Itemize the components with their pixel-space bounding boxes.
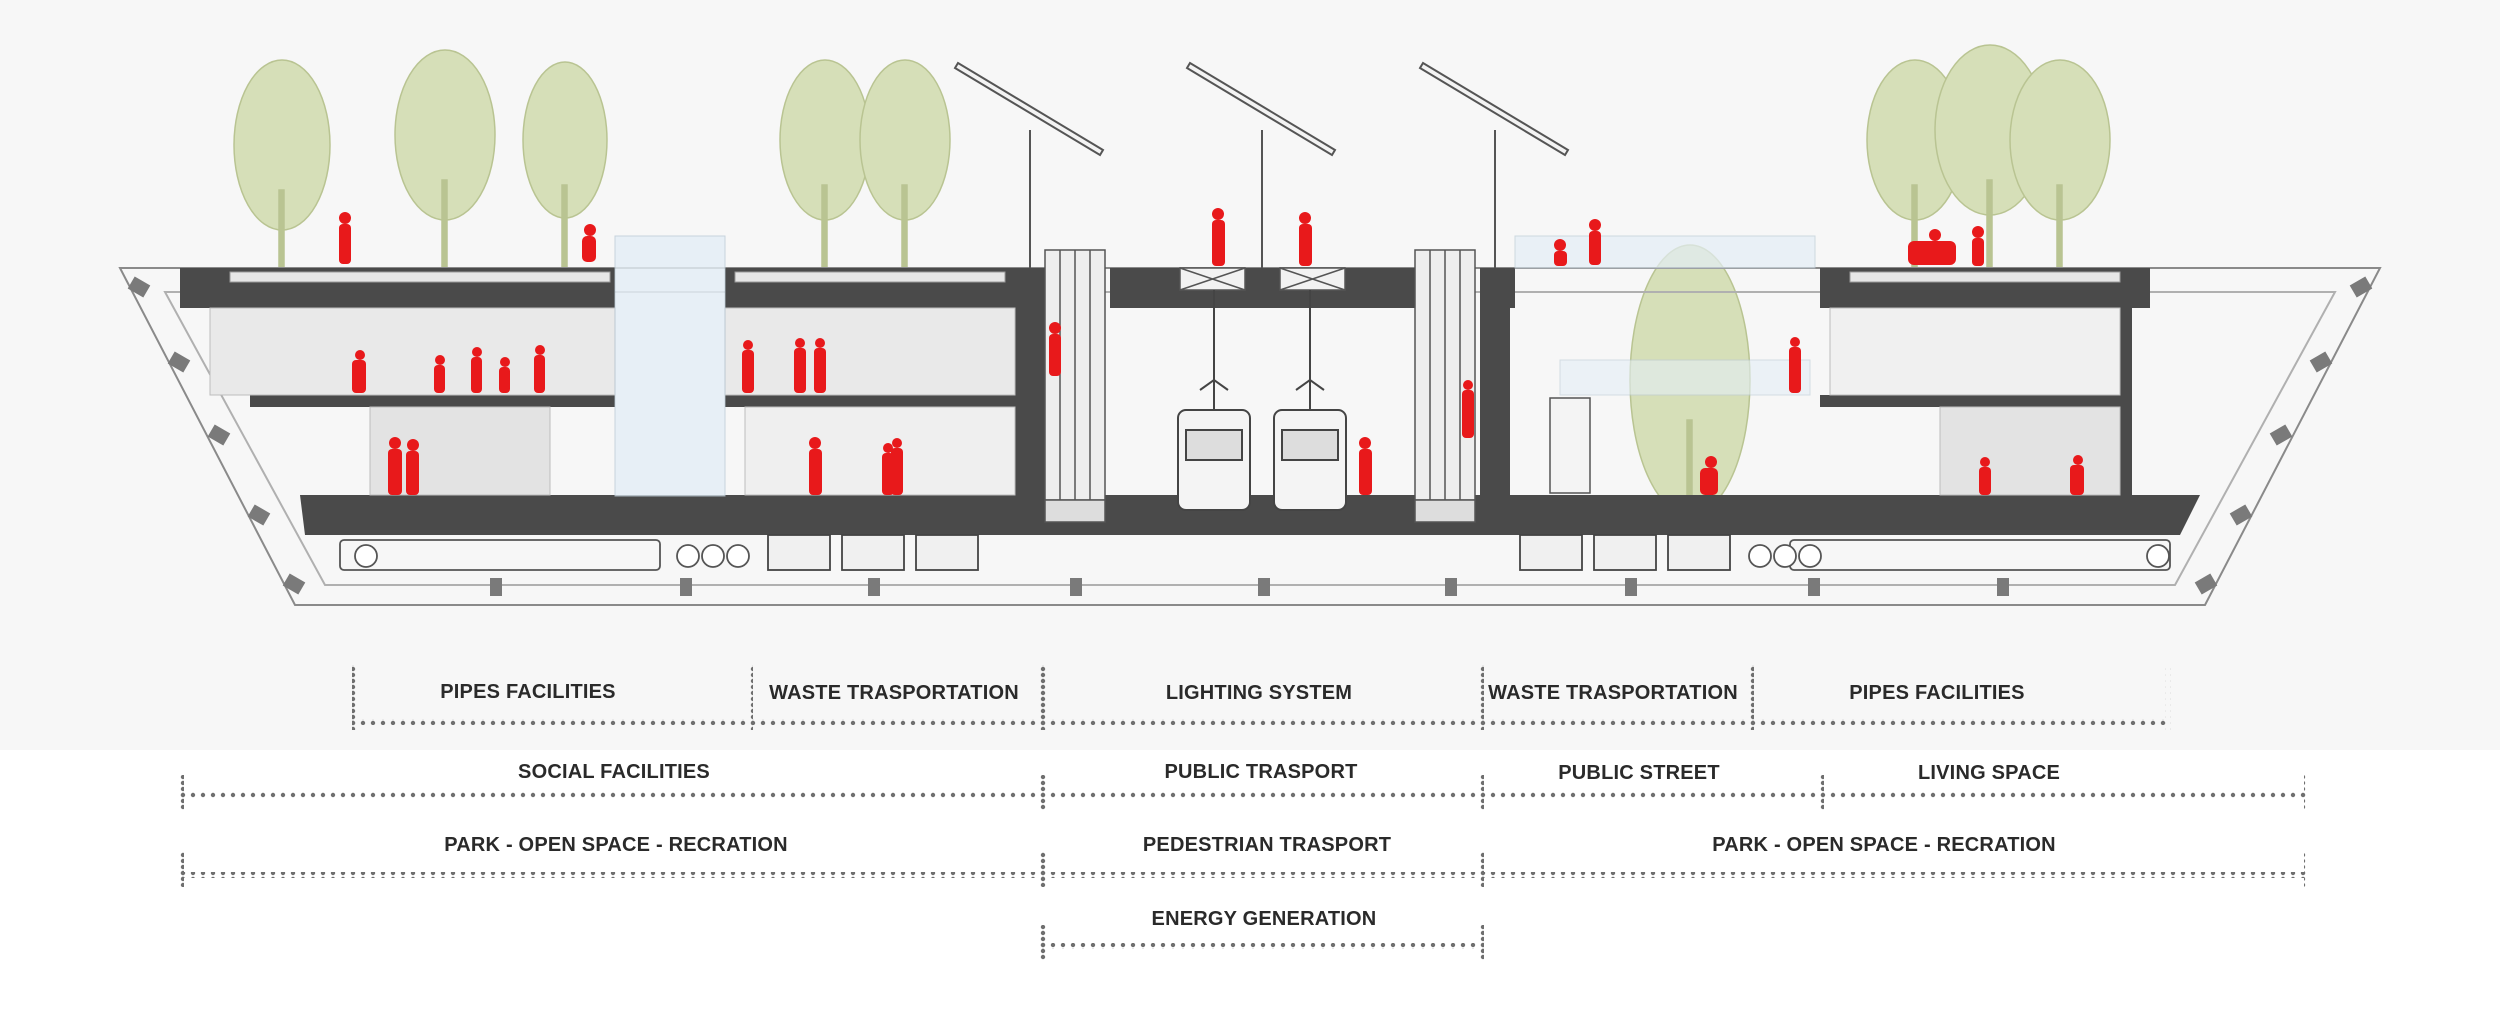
trees [233,44,2111,516]
person-icon [434,355,445,393]
label-park-open-space-left: PARK - OPEN SPACE - RECRATION [444,834,788,856]
person-icon [809,437,822,495]
person-icon [582,224,596,262]
person-icon [471,347,482,393]
person-icon [1212,208,1225,266]
trams [1177,290,1347,511]
tree-icon [2009,59,2111,271]
tram-icon [1177,290,1251,511]
tree-icon [394,49,496,271]
person-icon [352,350,366,393]
person-icon [534,345,545,393]
solar-panels [953,61,1570,268]
label-waste-transport-right: WASTE TRASPORTATION [1488,682,1738,704]
tram-icon [1273,290,1347,511]
person-icon [499,357,510,393]
person-icon [891,438,903,495]
label-energy-generation: ENERGY GENERATION [1151,908,1377,930]
escalators [1044,249,1591,523]
label-public-transport: PUBLIC TRASPORT [1164,761,1358,783]
label-park-open-space-right: PARK - OPEN SPACE - RECRATION [1712,834,2056,856]
waste-containers [767,534,1731,571]
person-icon [1049,322,1061,376]
person-icon [2070,455,2084,495]
label-waste-transport-left: WASTE TRASPORTATION [769,682,1019,704]
person-icon [1979,457,1991,495]
label-public-street: PUBLIC STREET [1558,762,1720,784]
solar-panel-icon [953,61,1105,268]
person-icon [1462,380,1474,438]
person-icon [339,212,351,264]
solar-panel-icon [1185,61,1337,268]
person-icon [1299,212,1312,266]
shell-windows [127,276,2373,595]
label-social-facilities: SOCIAL FACILITIES [518,761,710,783]
person-icon [1554,239,1567,266]
person-icon [388,437,402,495]
tree-icon [233,59,331,271]
label-living-space: LIVING SPACE [1917,762,2061,784]
person-icon [1700,456,1718,495]
person-icon [814,338,826,393]
person-icon [406,439,419,495]
person-icon [1908,229,1956,265]
person-icon [1589,219,1601,265]
label-pipes-facilities-right: PIPES FACILITIES [1849,682,2025,704]
label-pedestrian-transport: PEDESTRIAN TRASPORT [1142,834,1392,856]
interior-rooms [209,307,2121,496]
tree-icon [522,61,608,271]
person-icon [1359,437,1372,495]
person-icon [794,338,806,393]
utility-tunnels [339,539,2171,571]
foundation-piles [490,578,2009,596]
person-icon [1789,337,1801,393]
label-pipes-facilities-left: PIPES FACILITIES [440,681,616,703]
person-icon [742,340,754,393]
person-icon [1972,226,1984,266]
people [339,208,2084,495]
solar-panel-icon [1418,61,1570,268]
label-lighting-system: LIGHTING SYSTEM [1165,682,1353,704]
dimension-lines [178,665,2310,960]
